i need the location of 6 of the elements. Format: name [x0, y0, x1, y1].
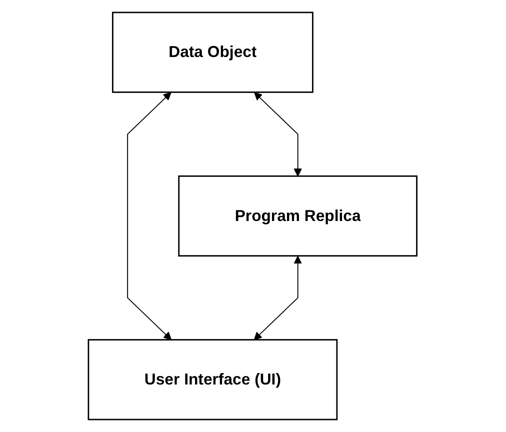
node-box: Data Object: [112, 12, 314, 93]
arrow: [127, 92, 172, 340]
node-box: User Interface (UI): [88, 339, 338, 420]
arrow: [254, 92, 302, 176]
arrow: [254, 256, 302, 340]
node-box: Program Replica: [178, 175, 418, 257]
